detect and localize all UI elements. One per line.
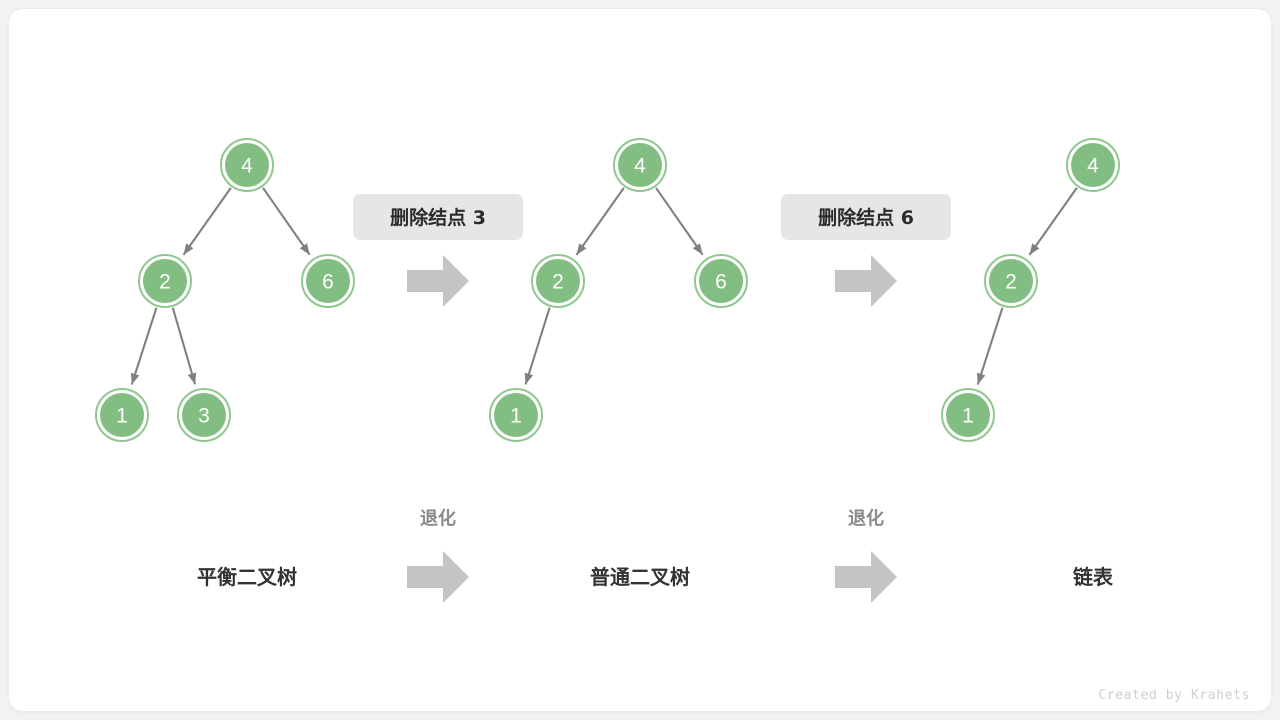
pill-background xyxy=(781,194,951,240)
pill-label-text: 删除结点 6 xyxy=(818,206,914,229)
node-outer-ring xyxy=(489,388,543,442)
tree-edge-arrowhead xyxy=(524,372,534,385)
node-value-label: 1 xyxy=(116,405,128,428)
tree-edge xyxy=(182,187,232,256)
tree-node-4[interactable]: 4 xyxy=(220,138,274,192)
tree-edge-arrowhead xyxy=(1029,243,1040,255)
tree-edge xyxy=(524,307,551,385)
node-disc xyxy=(989,259,1033,303)
tree-edge xyxy=(1028,187,1078,256)
tree-node-3[interactable]: 3 xyxy=(177,388,231,442)
figure-card xyxy=(9,9,1271,711)
transition-1-top-block-arrow xyxy=(407,255,469,307)
tree-node-4[interactable]: 4 xyxy=(613,138,667,192)
node-outer-ring xyxy=(941,388,995,442)
tree-edge-arrowhead xyxy=(576,243,587,255)
node-disc xyxy=(699,259,743,303)
node-value-label: 2 xyxy=(552,271,564,294)
stage-caption-2: 普通二叉树 xyxy=(590,565,690,589)
node-value-label: 4 xyxy=(1087,155,1099,178)
tree-node-1[interactable]: 1 xyxy=(941,388,995,442)
transition-1-pill: 删除结点 3 xyxy=(353,194,523,240)
transition-1-bottom-block-arrow xyxy=(407,551,469,603)
node-outer-ring xyxy=(531,254,585,308)
transition-2-bottom-block-arrow xyxy=(835,551,897,603)
node-outer-ring xyxy=(694,254,748,308)
node-value-label: 4 xyxy=(634,155,646,178)
block-arrows-layer xyxy=(407,255,897,603)
tree-edge-arrowhead xyxy=(692,243,703,255)
node-disc xyxy=(618,143,662,187)
tree-edge-arrowhead xyxy=(299,243,310,255)
node-disc xyxy=(306,259,350,303)
tree-edge-arrowhead xyxy=(130,372,140,385)
transition-2-degenerate-label: 退化 xyxy=(848,508,884,530)
pill-labels-layer: 删除结点 3 删除结点 6 xyxy=(353,194,951,240)
tree-node-2[interactable]: 2 xyxy=(138,254,192,308)
node-disc xyxy=(143,259,187,303)
node-value-label: 3 xyxy=(198,405,210,428)
node-outer-ring xyxy=(984,254,1038,308)
node-value-label: 2 xyxy=(1005,271,1017,294)
edges-layer xyxy=(130,187,1078,385)
node-value-label: 1 xyxy=(962,405,974,428)
tree-edge xyxy=(976,307,1004,385)
transition-2-top-block-arrow xyxy=(835,255,897,307)
node-disc xyxy=(225,143,269,187)
tree-edge xyxy=(262,187,311,256)
node-disc xyxy=(100,393,144,437)
node-outer-ring xyxy=(95,388,149,442)
tree-edge xyxy=(130,307,158,385)
tree-node-2[interactable]: 2 xyxy=(984,254,1038,308)
tree-node-6[interactable]: 6 xyxy=(694,254,748,308)
tree-edge xyxy=(655,187,704,256)
node-value-label: 4 xyxy=(241,155,253,178)
tree-nodes-layer: 4 2 6 1 3 4 2 6 1 4 2 1 xyxy=(95,138,1120,442)
pill-background xyxy=(353,194,523,240)
tree-edge-arrowhead xyxy=(183,243,194,255)
tree-edge xyxy=(171,307,197,385)
tree-edge xyxy=(575,187,625,256)
tree-node-6[interactable]: 6 xyxy=(301,254,355,308)
node-outer-ring xyxy=(1066,138,1120,192)
node-outer-ring xyxy=(177,388,231,442)
tree-node-1[interactable]: 1 xyxy=(95,388,149,442)
transition-1-degenerate-label: 退化 xyxy=(420,508,456,530)
node-disc xyxy=(1071,143,1115,187)
tree-node-2[interactable]: 2 xyxy=(531,254,585,308)
node-disc xyxy=(946,393,990,437)
node-value-label: 1 xyxy=(510,405,522,428)
watermark-credit: Created by Krahets xyxy=(1098,688,1250,703)
tree-edge-arrowhead xyxy=(187,372,197,385)
tree-node-4[interactable]: 4 xyxy=(1066,138,1120,192)
node-value-label: 6 xyxy=(715,271,727,294)
node-outer-ring xyxy=(138,254,192,308)
node-value-label: 2 xyxy=(159,271,171,294)
stage-caption-3: 链表 xyxy=(1073,565,1114,589)
node-outer-ring xyxy=(301,254,355,308)
stage-caption-1: 平衡二叉树 xyxy=(197,565,297,589)
node-value-label: 6 xyxy=(322,271,334,294)
node-outer-ring xyxy=(613,138,667,192)
node-disc xyxy=(494,393,538,437)
tree-node-1[interactable]: 1 xyxy=(489,388,543,442)
node-disc xyxy=(536,259,580,303)
tree-edge-arrowhead xyxy=(976,372,986,385)
transition-2-pill: 删除结点 6 xyxy=(781,194,951,240)
pill-label-text: 删除结点 3 xyxy=(390,206,486,229)
node-outer-ring xyxy=(220,138,274,192)
node-disc xyxy=(182,393,226,437)
